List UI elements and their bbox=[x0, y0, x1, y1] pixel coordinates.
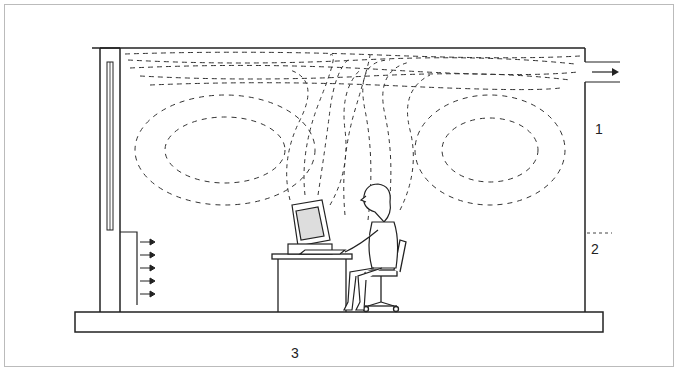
computer bbox=[288, 200, 345, 254]
window bbox=[107, 62, 113, 230]
exhaust-duct bbox=[585, 81, 620, 82]
window bbox=[110, 62, 111, 230]
left-wall bbox=[119, 48, 121, 312]
right-wall bbox=[584, 48, 586, 62]
zone-divider bbox=[587, 233, 612, 234]
circulation-loop bbox=[135, 95, 565, 205]
left-wall bbox=[99, 48, 101, 312]
supply-arrows bbox=[140, 239, 155, 297]
exhaust-duct bbox=[585, 61, 620, 62]
left-wall bbox=[100, 47, 120, 49]
floor-slab bbox=[75, 312, 603, 332]
callout-number: 2 bbox=[591, 242, 599, 256]
warm-air-layer bbox=[125, 52, 580, 89]
thermal-plume bbox=[287, 55, 430, 220]
exhaust-arrow bbox=[612, 68, 619, 76]
right-wall bbox=[584, 82, 586, 312]
supply-diffuser bbox=[120, 232, 137, 305]
frame bbox=[5, 5, 674, 367]
ceiling bbox=[92, 47, 585, 49]
desk bbox=[272, 254, 352, 312]
exhaust-arrow bbox=[592, 71, 612, 72]
seated-person bbox=[344, 184, 398, 310]
callout-number: 3 bbox=[291, 346, 299, 360]
callout-number: 1 bbox=[595, 122, 603, 136]
